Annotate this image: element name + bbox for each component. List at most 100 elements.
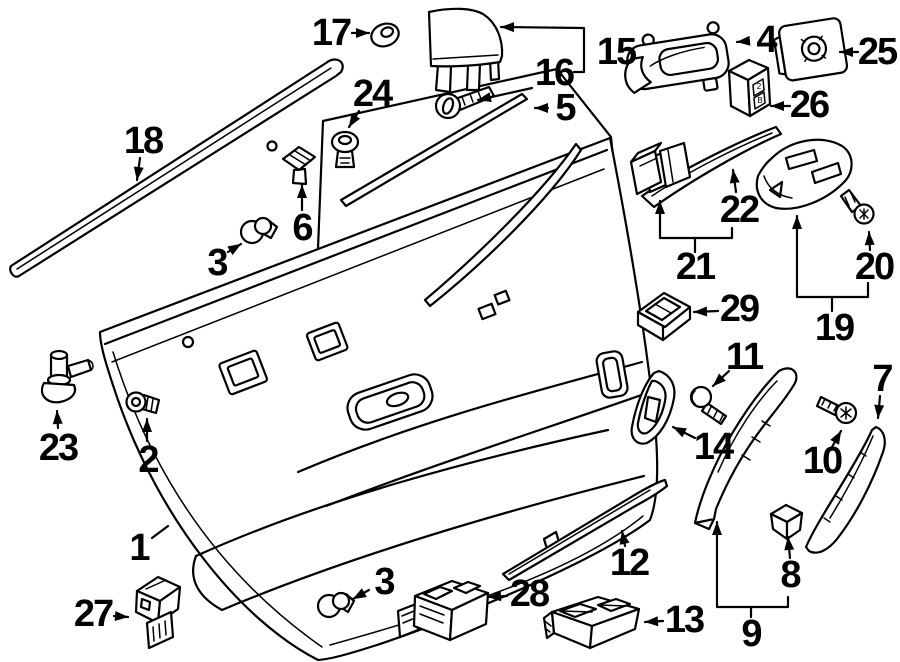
callout-19: 19 <box>792 214 870 349</box>
callout-layer: 1233456789101112131415161718192021222324… <box>39 12 900 655</box>
callout-24: 24 <box>347 73 395 129</box>
callout-9-leader <box>712 520 790 609</box>
part-15-mirror-trim <box>427 7 504 94</box>
part-24-clip <box>330 130 360 169</box>
callout-10-leader <box>830 429 843 449</box>
callout-15-number: 15 <box>597 31 637 73</box>
callout-15-leader <box>499 22 586 74</box>
callout-12-number: 12 <box>610 542 649 584</box>
callout-6-number: 6 <box>292 207 312 249</box>
callout-26-number: 26 <box>790 84 829 126</box>
callout-25-number: 25 <box>858 31 898 73</box>
callout-14-number: 14 <box>694 426 734 468</box>
callout-25: 25 <box>838 31 900 73</box>
part-26-switch: 2 B <box>727 58 772 118</box>
callout-1-leader <box>150 524 170 540</box>
part-19-armrest <box>755 138 853 210</box>
callout-12-leader <box>619 529 630 548</box>
callout-19-number: 19 <box>815 307 854 349</box>
callout-28-number: 28 <box>510 573 549 615</box>
callout-10-number: 10 <box>803 440 842 482</box>
part-20-screw <box>839 188 875 225</box>
part-12-armrest-strip <box>501 478 669 582</box>
part-5-belt-strip <box>339 92 529 208</box>
callout-24-number: 24 <box>353 73 393 115</box>
part-3-rivet-upper <box>239 216 279 245</box>
switch-26-mark-bottom: B <box>757 96 762 105</box>
callout-23: 23 <box>39 409 80 469</box>
part-23-grommet <box>40 349 94 404</box>
callout-29: 29 <box>692 288 761 330</box>
callout-4-leader <box>735 35 751 46</box>
callout-9: 9 <box>712 520 790 655</box>
callout-10: 10 <box>803 429 844 482</box>
callout-2: 2 <box>138 417 160 481</box>
callout-20-leader <box>864 230 875 252</box>
callout-8-leader <box>784 535 795 560</box>
callout-29-leader <box>692 306 720 317</box>
callout-18-number: 18 <box>124 120 163 162</box>
part-3-rivet-lower <box>316 591 356 619</box>
callout-26: 26 <box>769 84 831 126</box>
callout-4-number: 4 <box>756 19 777 61</box>
callout-7-leader <box>874 394 885 420</box>
callout-27: 27 <box>74 593 130 635</box>
part-4-inner-handle <box>624 21 730 95</box>
door-pull-cup-detail <box>346 373 434 431</box>
callout-11-number: 11 <box>726 336 764 378</box>
callout-5: 5 <box>533 87 578 129</box>
callout-27-leader <box>112 611 130 622</box>
part-9-pillar-trim <box>693 367 798 531</box>
callout-27-number: 27 <box>74 593 113 635</box>
part-13-tray <box>542 595 641 650</box>
part-17-grommet <box>370 22 400 48</box>
part-7-trim-strip <box>804 425 886 554</box>
callout-11-leader <box>711 369 731 388</box>
callout-22-leader <box>729 168 740 194</box>
part-27-window-switch <box>134 575 182 650</box>
callout-1: 1 <box>129 524 170 569</box>
callout-9-number: 9 <box>741 613 761 655</box>
callout-24-leader <box>347 109 361 129</box>
callout-28-leader <box>486 591 509 602</box>
callout-17: 17 <box>312 12 371 54</box>
part-2-screw <box>125 391 161 415</box>
callout-29-number: 29 <box>720 288 759 330</box>
part-10-screw <box>815 395 858 425</box>
part-28-switch-bank <box>396 579 490 642</box>
callout-2-number: 2 <box>138 439 158 481</box>
part-11-screw <box>689 385 728 426</box>
callout-23-number: 23 <box>39 427 78 469</box>
callout-13-number: 13 <box>665 599 704 641</box>
callout-28: 28 <box>486 573 551 615</box>
callout-22-number: 22 <box>720 189 759 231</box>
callout-18-leader <box>133 156 144 182</box>
callout-15: 15 <box>499 22 639 74</box>
callout-22: 22 <box>720 168 761 231</box>
callout-21-number: 21 <box>676 246 716 288</box>
part-1-door-trim-panel <box>98 136 659 662</box>
callout-5-number: 5 <box>555 87 576 129</box>
callout-3b-number: 3 <box>374 561 394 603</box>
callout-3a-number: 3 <box>207 242 227 284</box>
callout-3b-leader <box>351 588 371 601</box>
callout-16-leader <box>476 86 534 103</box>
part-8-clip <box>769 503 804 541</box>
callout-21: 21 <box>655 199 734 288</box>
callout-23-leader <box>52 409 63 430</box>
callout-1-number: 1 <box>129 527 150 569</box>
part-18-weatherstrip <box>9 58 344 278</box>
callout-20: 20 <box>855 230 896 288</box>
callout-4: 4 <box>735 19 779 61</box>
callout-14: 14 <box>671 425 736 468</box>
callout-13-leader <box>643 616 665 627</box>
part-25-mirror-switch <box>772 17 849 82</box>
part-6-clip <box>281 145 317 186</box>
callout-11: 11 <box>711 336 766 388</box>
callout-7-number: 7 <box>872 358 892 400</box>
callout-8-number: 8 <box>780 554 800 596</box>
callout-3a-leader <box>226 242 243 256</box>
callout-3a: 3 <box>207 242 243 284</box>
callout-3b: 3 <box>351 561 396 603</box>
